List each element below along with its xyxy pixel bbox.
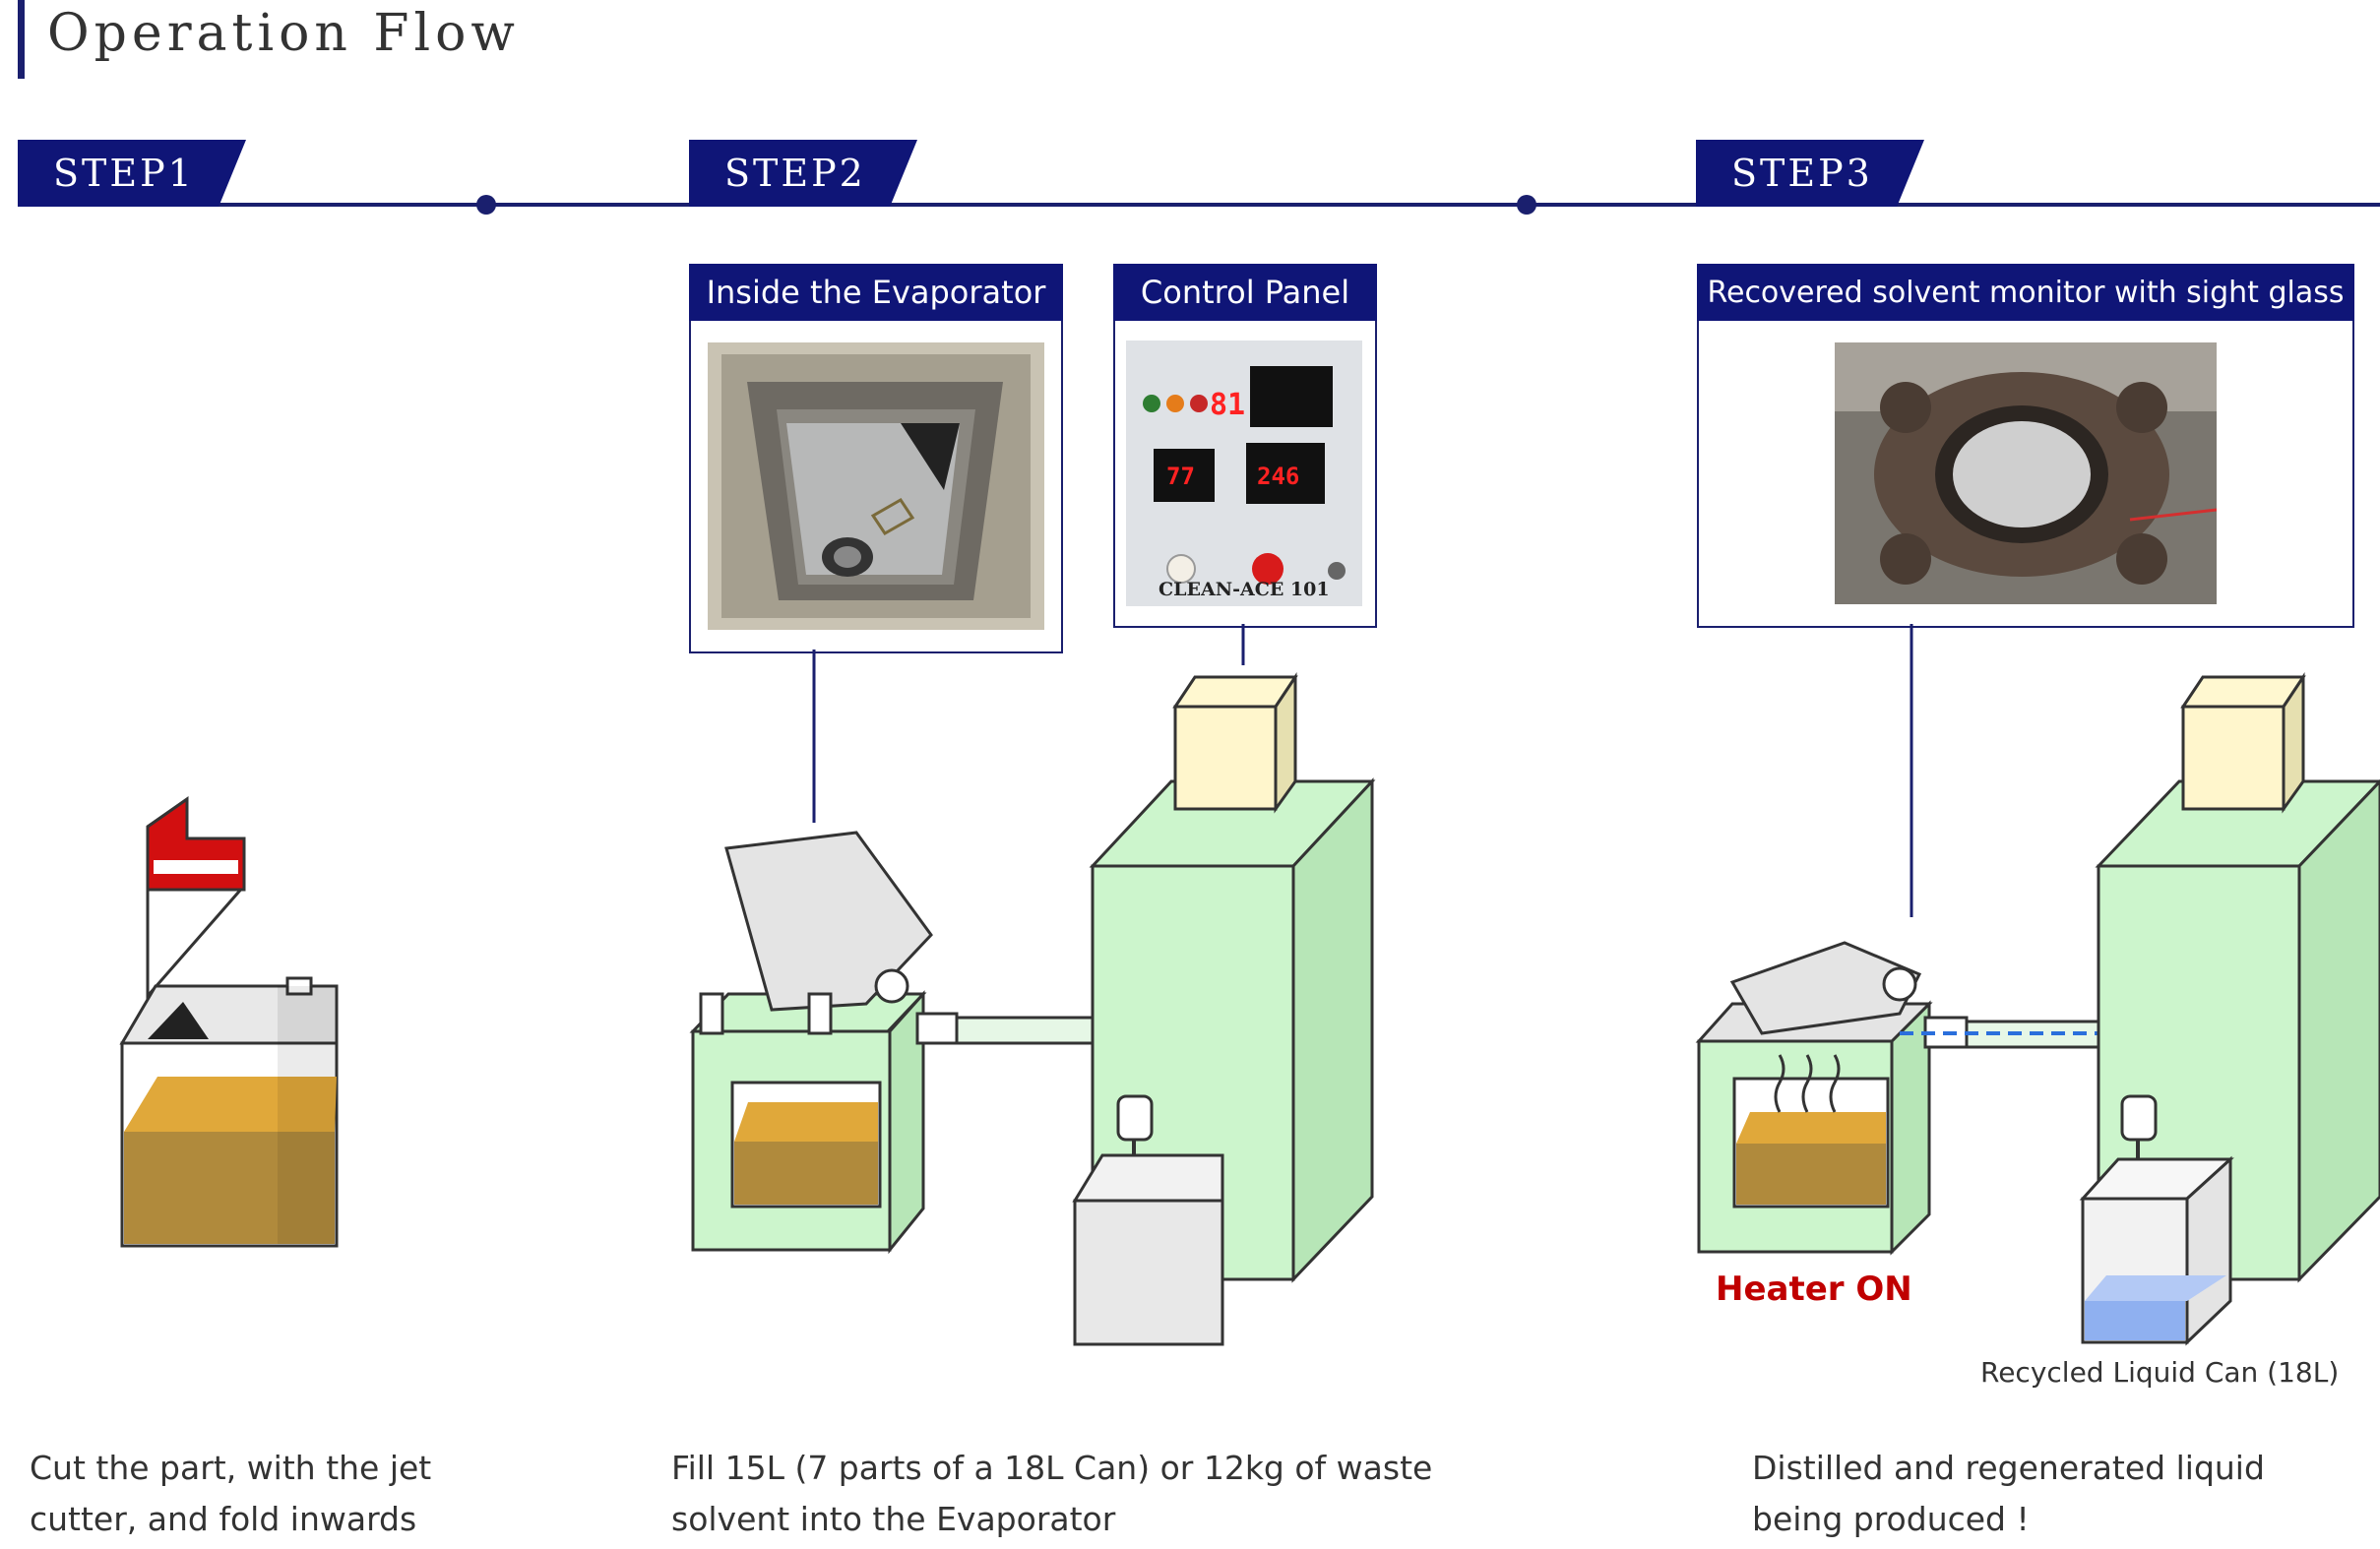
step2-caption-line1: Fill 15L (7 parts of a 18L Can) or 12kg …	[671, 1449, 1433, 1487]
display-readout-top: 81	[1210, 388, 1246, 422]
step2-caption: Fill 15L (7 parts of a 18L Can) or 12kg …	[671, 1443, 1432, 1545]
step1-tab: STEP1	[18, 140, 246, 207]
step1-caption-line1: Cut the part, with the jet	[30, 1449, 432, 1487]
timeline-dot	[1517, 195, 1536, 215]
page-title: Operation Flow	[47, 4, 520, 63]
display-readout-left: 77	[1166, 463, 1195, 490]
control-panel-photo	[1126, 341, 1362, 606]
heater-on-label: Heater ON	[1716, 1270, 1912, 1309]
evaporator-photo	[708, 342, 1044, 630]
step1-caption-line2: cutter, and fold inwards	[30, 1500, 417, 1538]
display-readout-right: 246	[1257, 463, 1300, 490]
evaporator-photo-box: Inside the Evaporator	[689, 264, 1063, 653]
machine-brand-label: CLEAN-ACE 101	[1159, 579, 1330, 600]
recycled-can-label: Recycled Liquid Can (18L)	[1980, 1356, 2340, 1389]
step1-caption: Cut the part, with the jet cutter, and f…	[30, 1443, 431, 1545]
step3-tab: STEP3	[1696, 140, 1924, 207]
title-accent-bar	[18, 0, 25, 79]
jet-cutter-icon	[146, 796, 246, 1000]
recycled-liquid-can	[2079, 1155, 2234, 1346]
step2-caption-line2: solvent into the Evaporator	[671, 1500, 1116, 1538]
sight-glass-photo	[1835, 342, 2217, 604]
control-panel-photo-box: Control Panel 81 77 246 CLEAN-ACE 101	[1113, 264, 1377, 628]
step3-caption: Distilled and regenerated liquid being p…	[1752, 1443, 2265, 1545]
step3-caption-line2: being produced !	[1752, 1500, 2030, 1538]
evaporator-unit-step3	[1695, 941, 2220, 1256]
monitor-photo-title: Recovered solvent monitor with sight gla…	[1697, 264, 2354, 321]
control-panel-photo-title: Control Panel	[1113, 264, 1377, 321]
evaporator-unit-step2	[689, 831, 1096, 1255]
timeline-dot	[476, 195, 496, 215]
step3-caption-line1: Distilled and regenerated liquid	[1752, 1449, 2265, 1487]
monitor-photo-box: Recovered solvent monitor with sight gla…	[1697, 264, 2354, 628]
evaporator-photo-title: Inside the Evaporator	[689, 264, 1063, 321]
distiller-tower-step2	[1072, 672, 1376, 1346]
waste-can-step1	[119, 976, 339, 1248]
step2-tab: STEP2	[689, 140, 917, 207]
timeline-line	[18, 203, 2380, 207]
